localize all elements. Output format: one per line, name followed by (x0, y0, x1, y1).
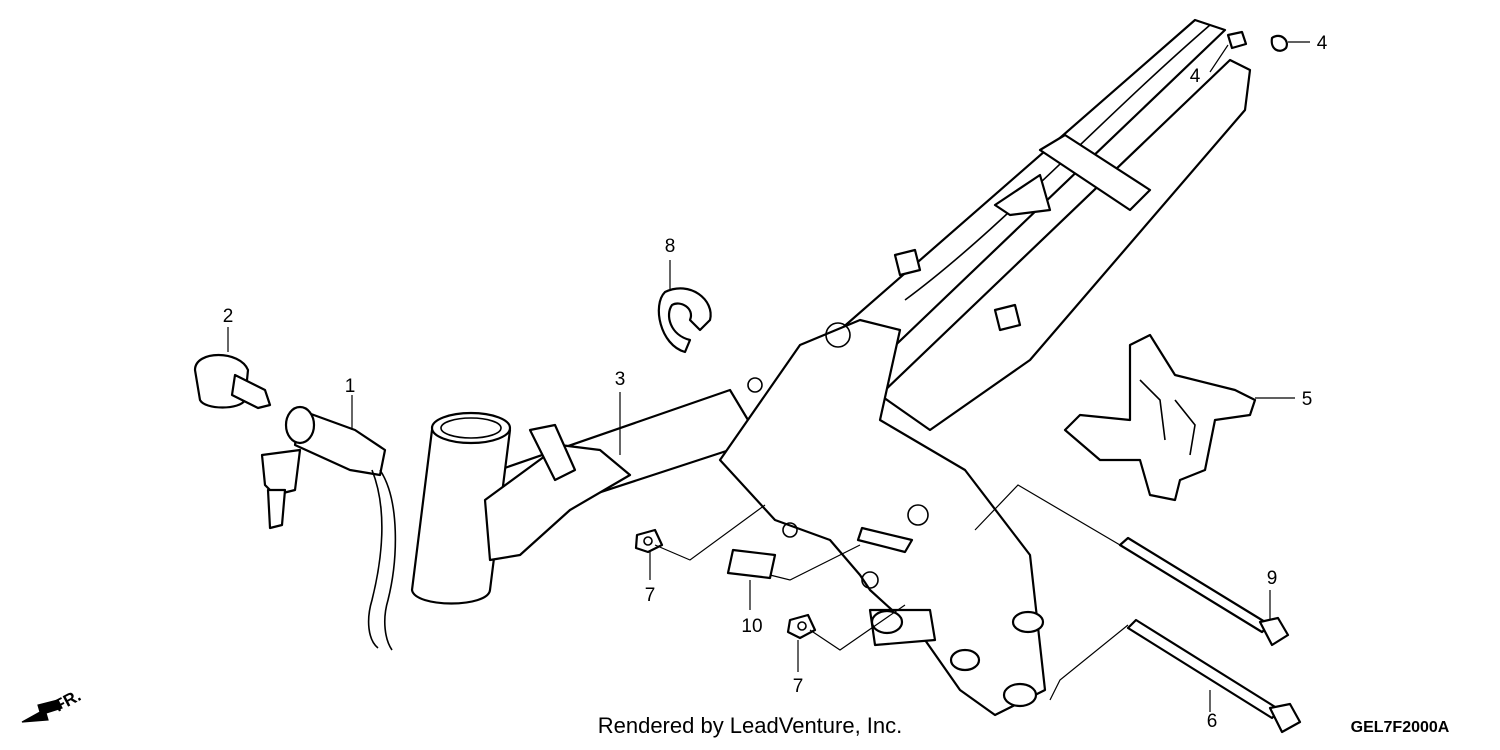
frame-body (410, 18, 1252, 717)
callout-2: 2 (223, 306, 234, 327)
callout-4-right: 4 (1317, 33, 1328, 54)
callout-4-left: 4 (1190, 66, 1201, 87)
label-part (726, 548, 777, 580)
callout-10: 10 (741, 616, 762, 637)
front-direction-label: FR. (51, 686, 84, 716)
ignition-switch-part (260, 405, 397, 651)
callout-6: 6 (1207, 711, 1218, 732)
leader-lines (227, 41, 1310, 712)
credit-text: Rendered by LeadVenture, Inc. (598, 713, 903, 738)
callout-3: 3 (615, 369, 626, 390)
callout-8: 8 (665, 236, 676, 257)
callout-1: 1 (345, 376, 356, 397)
bolt-part (1118, 536, 1302, 734)
callout-5: 5 (1302, 389, 1313, 410)
callout-9: 9 (1267, 568, 1278, 589)
key-part (193, 353, 272, 410)
nut-part (634, 30, 1288, 640)
callout-7-upper: 7 (645, 585, 656, 606)
diagram-code: GEL7F2000A (1351, 719, 1450, 736)
callout-7-lower: 7 (793, 676, 804, 697)
bracket-part (1063, 333, 1257, 502)
clip-part (657, 287, 712, 354)
front-arrow-icon (21, 699, 63, 723)
